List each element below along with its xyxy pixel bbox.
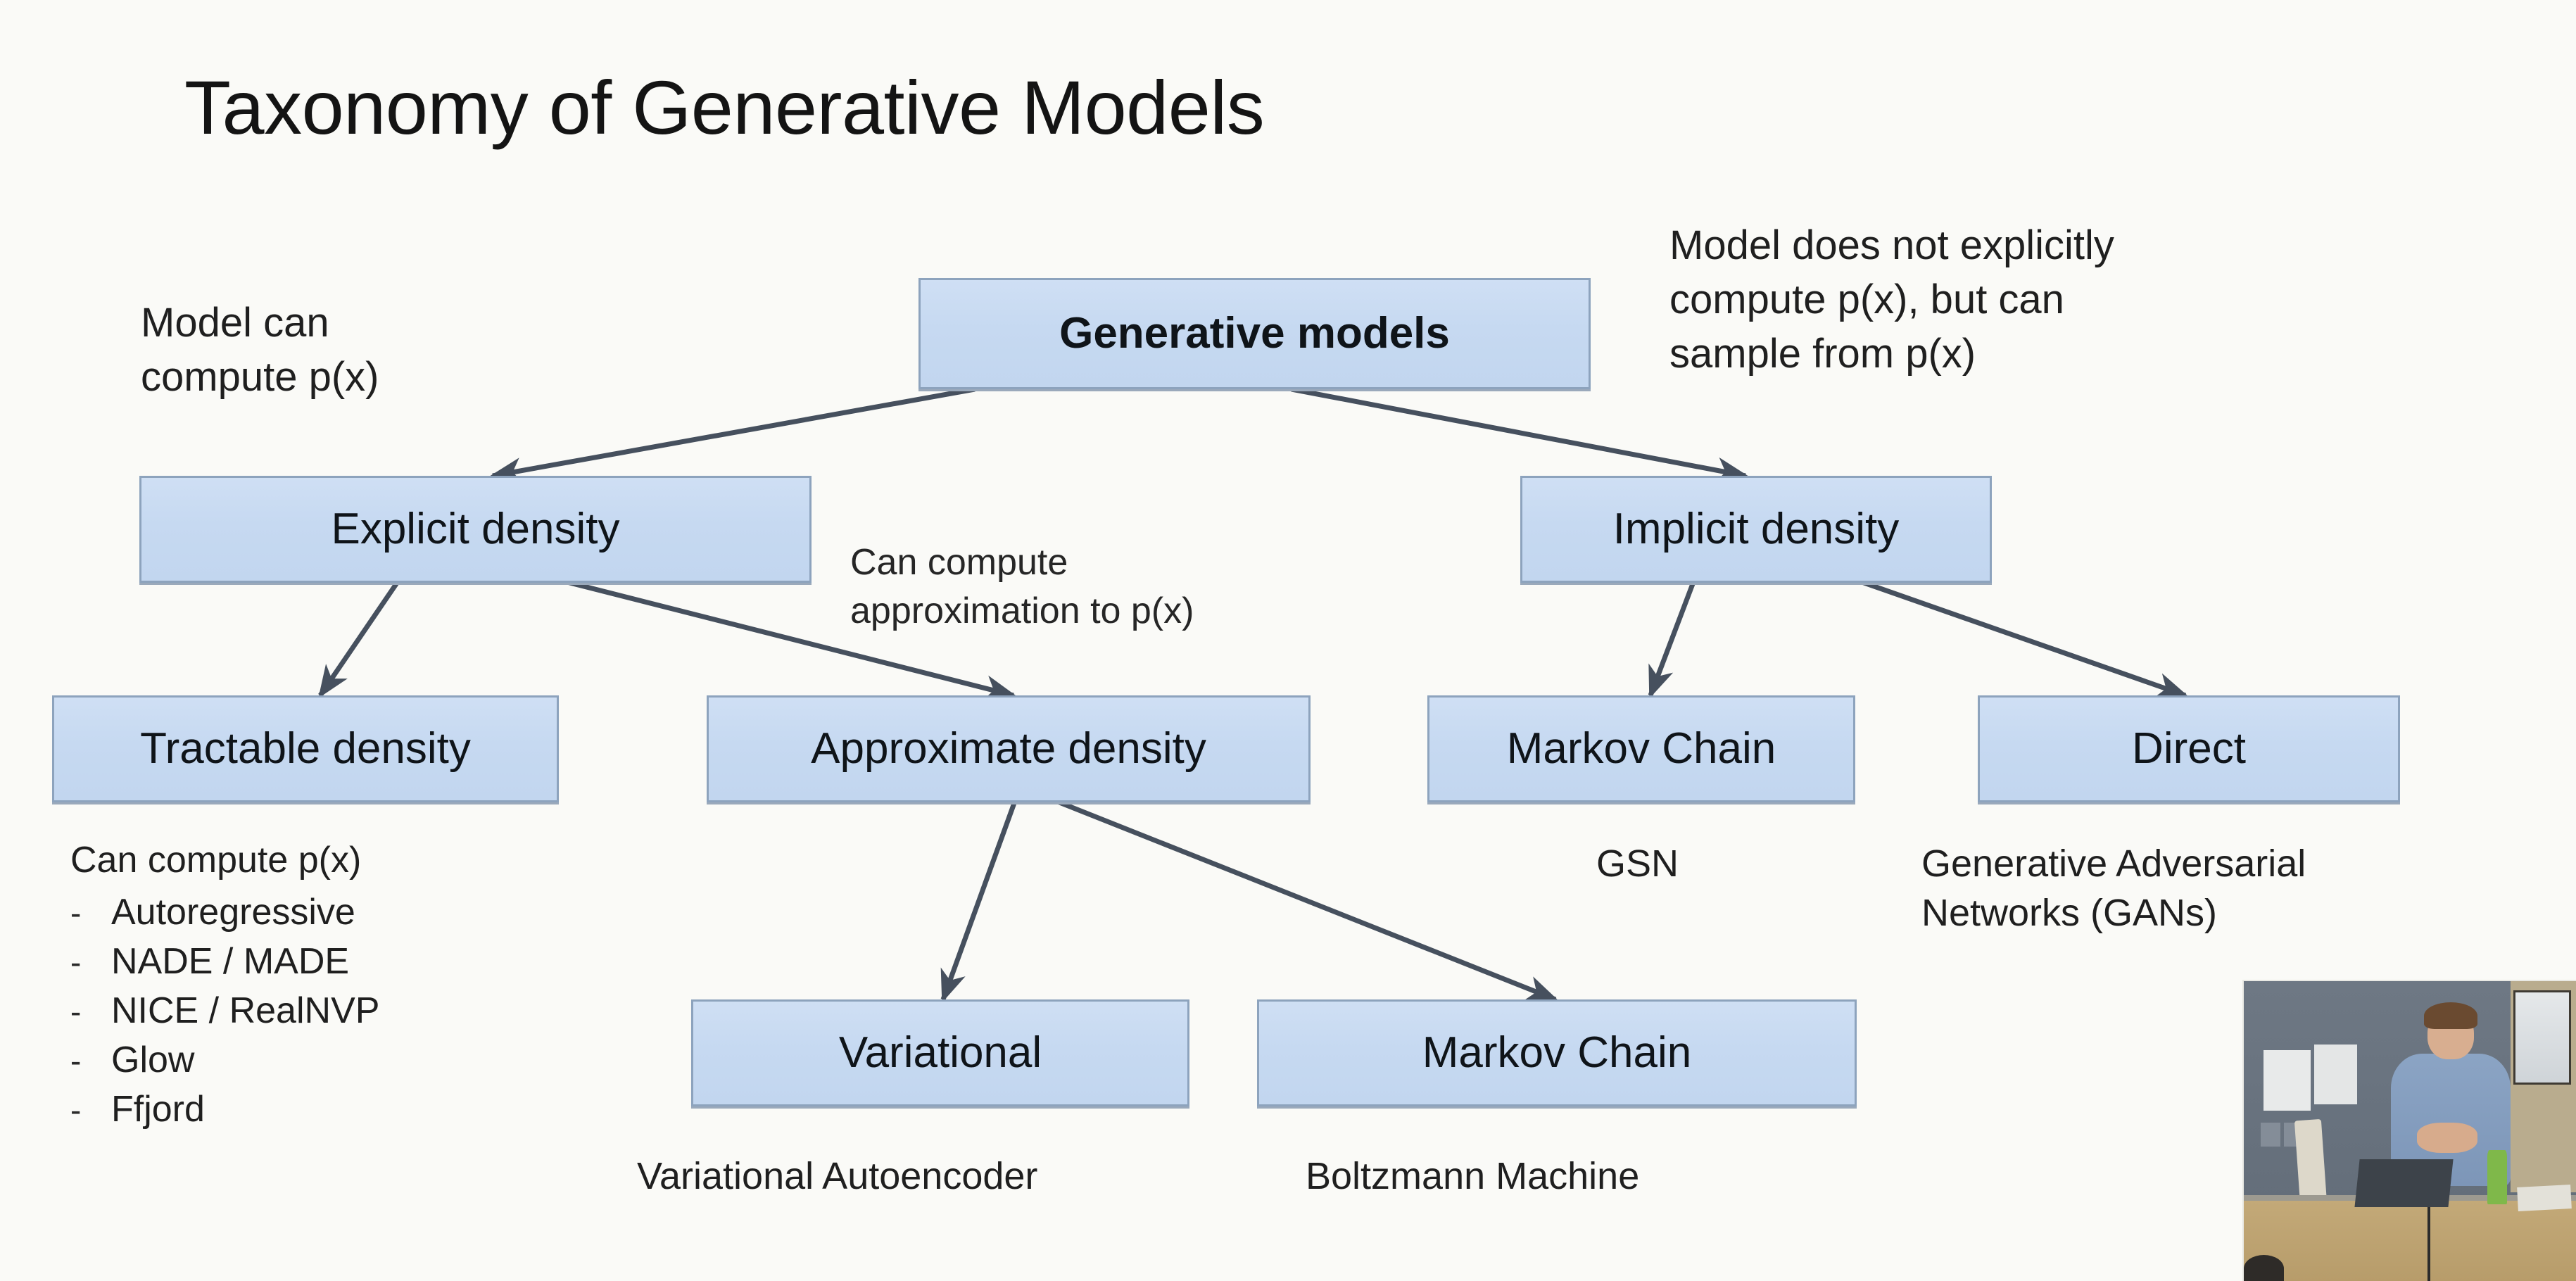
- projector-screen: [2513, 990, 2571, 1085]
- list-item: - Ffjord: [70, 1091, 379, 1128]
- caption-gan: Generative Adversarial Networks (GANs): [1921, 843, 2306, 935]
- edge-root-to-implicit: [1291, 386, 1749, 484]
- lecturer-hair: [2423, 1002, 2477, 1030]
- laptop-icon: [2354, 1159, 2454, 1207]
- lecturer-video-overlay[interactable]: [2242, 980, 2576, 1281]
- wall-panel-one: [2260, 1123, 2281, 1147]
- list-item-label: Ffjord: [111, 1089, 205, 1130]
- list-item: - Glow: [70, 1042, 379, 1078]
- tractable-density-list: Can compute p(x) - Autoregressive - NADE…: [70, 842, 379, 1140]
- node-generative-models[interactable]: Generative models: [918, 278, 1591, 389]
- list-item-label: NADE / MADE: [111, 941, 350, 982]
- caption-boltzmann: Boltzmann Machine: [1306, 1155, 1640, 1197]
- foreground-head: [2244, 1255, 2284, 1281]
- tractable-list-heading: Can compute p(x): [70, 840, 362, 881]
- node-markov-chain-implicit-label: Markov Chain: [1506, 724, 1776, 773]
- node-markov-chain-implicit[interactable]: Markov Chain: [1427, 695, 1855, 802]
- lectern-arm: [2294, 1118, 2327, 1205]
- edge-approximate-to-markov: [1040, 793, 1559, 1002]
- lecturer-hands: [2417, 1123, 2477, 1153]
- list-item-label: Autoregressive: [111, 892, 355, 933]
- node-markov-chain-approximate[interactable]: Markov Chain: [1257, 999, 1857, 1106]
- list-item-label: Glow: [111, 1040, 195, 1080]
- page-title: Taxonomy of Generative Models: [184, 65, 1265, 150]
- node-explicit-density[interactable]: Explicit density: [139, 476, 812, 583]
- node-direct[interactable]: Direct: [1978, 695, 2400, 802]
- list-item: - Autoregressive: [70, 894, 379, 930]
- bullet-marker: -: [70, 1092, 82, 1128]
- node-approximate-density[interactable]: Approximate density: [707, 695, 1311, 802]
- node-approximate-density-label: Approximate density: [811, 724, 1206, 773]
- node-generative-models-label: Generative models: [1059, 309, 1450, 358]
- bullet-marker: -: [70, 993, 82, 1030]
- wall-poster-right: [2313, 1044, 2358, 1105]
- node-markov-chain-approximate-label: Markov Chain: [1422, 1028, 1692, 1077]
- annotation-left-top: Model can compute p(x): [141, 300, 379, 400]
- tractable-list-items: - Autoregressive - NADE / MADE - NICE / …: [70, 894, 379, 1128]
- bullet-marker: -: [70, 944, 82, 980]
- list-item-label: NICE / RealNVP: [111, 990, 380, 1031]
- node-explicit-density-label: Explicit density: [331, 505, 620, 553]
- node-variational[interactable]: Variational: [691, 999, 1189, 1106]
- bullet-marker: -: [70, 895, 82, 931]
- wall-poster-left: [2264, 1050, 2311, 1111]
- node-variational-label: Variational: [838, 1028, 1042, 1077]
- node-implicit-density[interactable]: Implicit density: [1520, 476, 1992, 583]
- list-item: - NICE / RealNVP: [70, 992, 379, 1029]
- bullet-marker: -: [70, 1042, 82, 1079]
- water-bottle: [2487, 1149, 2508, 1204]
- node-direct-label: Direct: [2132, 724, 2246, 773]
- node-implicit-density-label: Implicit density: [1612, 505, 1900, 553]
- list-item: - NADE / MADE: [70, 943, 379, 980]
- caption-gsn: GSN: [1596, 843, 1679, 885]
- desk-papers: [2516, 1185, 2572, 1212]
- cable: [2427, 1207, 2430, 1281]
- node-tractable-density[interactable]: Tractable density: [52, 695, 559, 802]
- annotation-right-top: Model does not explicitly compute p(x), …: [1669, 222, 2114, 377]
- node-tractable-density-label: Tractable density: [140, 724, 471, 773]
- edge-approximate-to-variational: [940, 794, 1020, 1003]
- annotation-middle: Can compute approximation to p(x): [850, 542, 1194, 632]
- desk-surface: [2244, 1201, 2576, 1281]
- edge-root-to-explicit: [489, 386, 976, 484]
- caption-vae: Variational Autoencoder: [637, 1155, 1038, 1197]
